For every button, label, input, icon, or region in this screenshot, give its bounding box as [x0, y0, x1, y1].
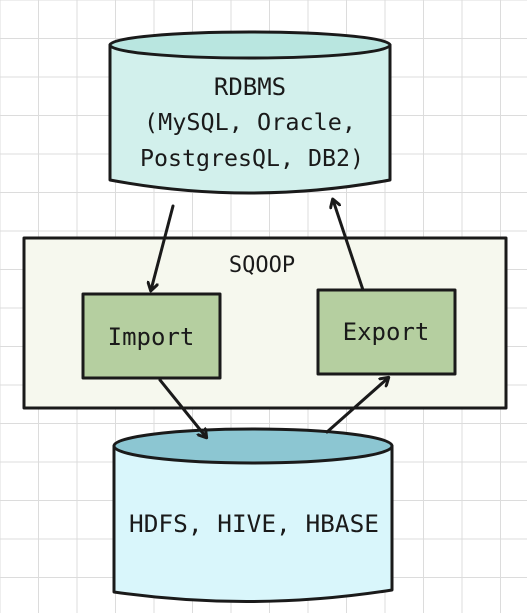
- hadoop-storage: HDFS, HIVE, HBASE: [112, 427, 394, 604]
- export-box: [316, 288, 457, 376]
- arrow-rdbms-to-import: [151, 204, 175, 290]
- rdbms-systems-line-1: (MySQL, Oracle,: [144, 110, 356, 136]
- import-label: Import: [108, 323, 195, 351]
- rdbms-title: RDBMS: [214, 73, 286, 101]
- rdbms-cylinder-top: [108, 30, 392, 60]
- export-label: Export: [343, 318, 430, 346]
- hadoop-cylinder-top: [112, 427, 394, 465]
- arrow-export-to-rdbms: [333, 200, 365, 292]
- sqoop-title: SQOOP: [229, 253, 295, 278]
- rdbms-database: RDBMS (MySQL, Oracle, PostgresQL, DB2): [108, 30, 392, 195]
- rdbms-systems-line-2: PostgresQL, DB2): [140, 146, 364, 172]
- sqoop-container: SQOOP Import Export: [22, 236, 508, 410]
- arrow-import-to-hadoop: [158, 378, 206, 437]
- import-module: Import: [81, 292, 222, 380]
- export-module: Export: [316, 288, 457, 376]
- hadoop-cylinder-body: [112, 444, 394, 604]
- hadoop-label: HDFS, HIVE, HBASE: [129, 510, 379, 538]
- arrow-hadoop-to-export: [325, 378, 388, 434]
- flow-arrows: [151, 200, 388, 437]
- import-box: [81, 292, 222, 380]
- rdbms-cylinder-body: [108, 43, 392, 195]
